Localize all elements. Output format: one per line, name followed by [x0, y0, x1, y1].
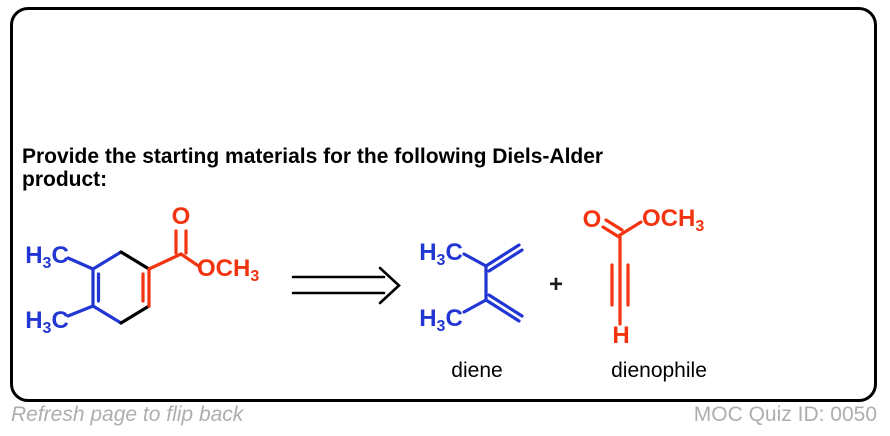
diene-structure — [462, 243, 524, 323]
plus-sign: + — [548, 271, 564, 298]
dienophile-alkyne-h-label: H — [612, 322, 630, 349]
diene-caption: diene — [451, 359, 503, 382]
dienophile-carbonyl-oxygen-label: O — [582, 206, 602, 233]
question-text: Provide the starting materials for the f… — [22, 145, 603, 191]
diene-methyl-top-label: H3C — [419, 239, 463, 269]
product-structure — [66, 229, 202, 325]
quiz-id-text: MOC Quiz ID: 0050 — [693, 403, 877, 426]
product-carbonyl-oxygen-label: O — [171, 203, 191, 230]
product-ring-diene-part — [66, 250, 123, 325]
product-ring-sigma-bonds — [119, 250, 151, 325]
quiz-card-border — [10, 7, 877, 402]
product-dienophile-part — [141, 229, 202, 308]
dienophile-ester-och3-label: OCH3 — [642, 205, 705, 235]
question-line-1: Provide the starting materials for the f… — [22, 145, 604, 168]
product-methyl-bottom-label: H3C — [25, 307, 69, 337]
retrosynthesis-arrow — [291, 266, 401, 305]
flip-hint-text: Refresh page to flip back — [11, 403, 244, 426]
product-ester-och3-label: OCH3 — [197, 255, 260, 285]
diene-methyl-bottom-label: H3C — [419, 305, 463, 335]
question-line-2: product: — [22, 168, 108, 191]
dienophile-caption: dienophile — [611, 359, 707, 382]
dienophile-structure — [601, 218, 643, 326]
product-methyl-top-label: H3C — [25, 242, 69, 272]
